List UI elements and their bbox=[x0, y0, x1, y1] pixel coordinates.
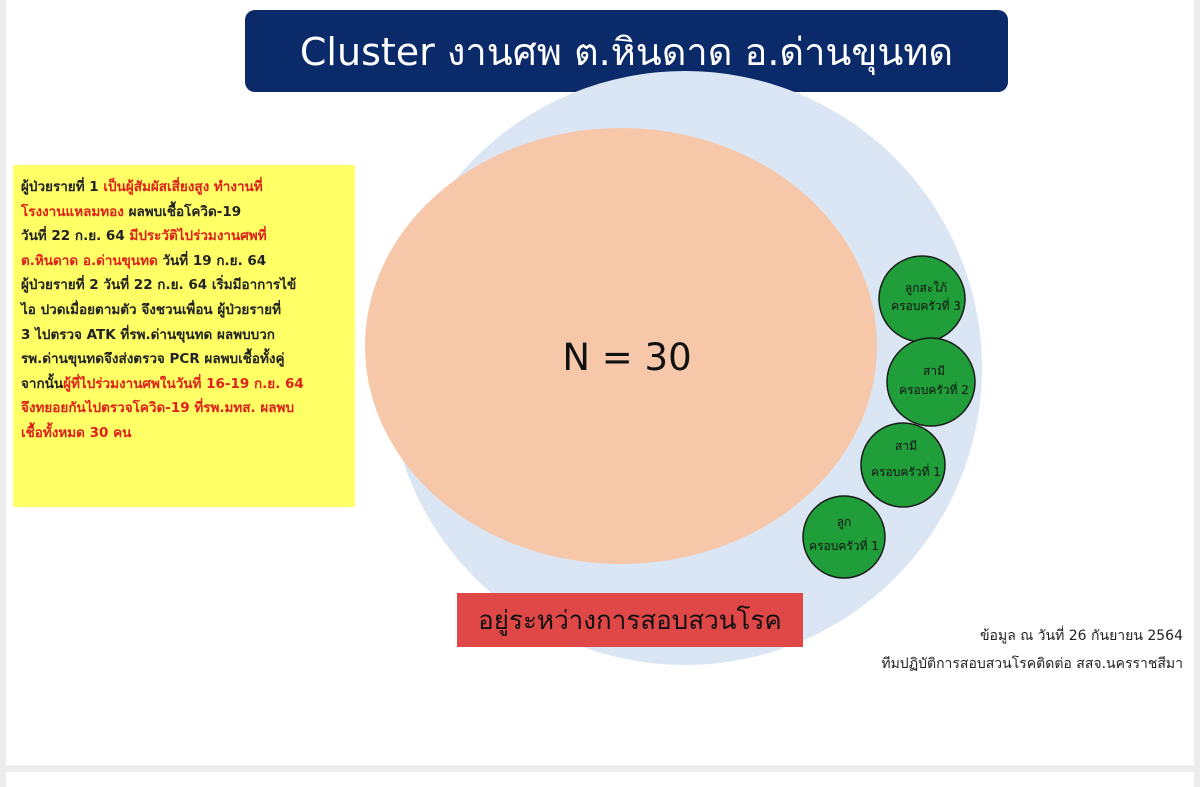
data-date-line: ข้อมูล ณ วันที่ 26 กันยายน 2564 bbox=[979, 628, 1183, 644]
info-line: ผู้ป่วยรายที่ 2 วันที่ 22 ก.ย. 64 เริ่มม… bbox=[21, 273, 347, 298]
info-text: 3 ไปตรวจ ATK ที่รพ.ด่านขุนทด ผลพบบวก bbox=[21, 326, 275, 343]
main-case-circle bbox=[365, 128, 877, 564]
small-circle-family-1-child: ลูก ครอบครัวที่ 1 bbox=[802, 495, 886, 579]
main-circle-label: N = 30 bbox=[562, 336, 691, 379]
small-circle-family-2-husband: สามี ครอบครัวที่ 2 bbox=[886, 337, 976, 427]
info-line: รพ.ด่านขุนทดจึงส่งตรวจ PCR ผลพบเชื้อทั้ง… bbox=[21, 347, 347, 372]
info-text: จากนั้น bbox=[21, 375, 64, 392]
info-highlight-text: เชื้อทั้งหมด 30 คน bbox=[21, 424, 132, 441]
info-highlight-text: ผู้ที่ไปร่วมงานศพในวันที่ 16-19 ก.ย. 64 bbox=[63, 375, 304, 392]
small-circle-family-1-husband: สามี ครอบครัวที่ 1 bbox=[860, 422, 946, 508]
small-circle-line2: ครอบครัวที่ 2 bbox=[899, 381, 969, 397]
case-description-box: ผู้ป่วยรายที่ 1 เป็นผู้สัมผัสเสี่ยงสูง ท… bbox=[13, 165, 355, 507]
info-line: 3 ไปตรวจ ATK ที่รพ.ด่านขุนทด ผลพบบวก bbox=[21, 323, 347, 348]
info-line: ไอ ปวดเมื่อยตามตัว จึงชวนเพื่อน ผู้ป่วยร… bbox=[21, 298, 347, 323]
investigation-status-box: อยู่ระหว่างการสอบสวนโรค bbox=[457, 593, 803, 647]
info-line: จากนั้นผู้ที่ไปร่วมงานศพในวันที่ 16-19 ก… bbox=[21, 372, 347, 397]
small-circle-line1: สามี bbox=[895, 439, 917, 453]
small-circle-line1: สามี bbox=[923, 364, 945, 378]
info-text: วันที่ 19 ก.ย. 64 bbox=[157, 252, 267, 269]
info-line: วันที่ 22 ก.ย. 64 มีประวัติไปร่วมงานศพที… bbox=[21, 224, 347, 249]
info-line: เชื้อทั้งหมด 30 คน bbox=[21, 421, 347, 446]
info-text: รพ.ด่านขุนทดจึงส่งตรวจ PCR ผลพบเชื้อทั้ง… bbox=[21, 351, 285, 368]
info-text: ไอ ปวดเมื่อยตามตัว จึงชวนเพื่อน ผู้ป่วยร… bbox=[21, 301, 281, 318]
small-circle-family-3-daughter-in-law: ลูกสะใภ้ ครอบครัวที่ 3 bbox=[878, 255, 966, 343]
info-line: โรงงานแหลมทอง ผลพบเชื้อโควิด-19 bbox=[21, 200, 347, 225]
next-slide-edge bbox=[6, 772, 1194, 787]
data-source-note: ข้อมูล ณ วันที่ 26 กันยายน 2564 ทีมปฏิบั… bbox=[881, 622, 1183, 678]
info-text: ผู้ป่วยรายที่ 2 วันที่ 22 ก.ย. 64 เริ่มม… bbox=[21, 277, 297, 294]
info-highlight-text: ต.หินดาด อ.ด่านขุนทด bbox=[21, 252, 158, 269]
info-highlight-text: โรงงานแหลมทอง bbox=[21, 203, 124, 220]
info-text: ผลพบเชื้อโควิด-19 bbox=[123, 203, 242, 220]
small-circle-line2: ครอบครัวที่ 3 bbox=[891, 297, 961, 313]
small-circle-line2: ครอบครัวที่ 1 bbox=[871, 463, 941, 479]
small-circle-line2: ครอบครัวที่ 1 bbox=[809, 537, 879, 553]
info-text: วันที่ 22 ก.ย. 64 bbox=[21, 228, 130, 245]
small-circle-line1: ลูกสะใภ้ bbox=[905, 281, 947, 296]
data-team-line: ทีมปฏิบัติการสอบสวนโรคติดต่อ สสจ.นครราชส… bbox=[881, 656, 1183, 672]
info-line: ต.หินดาด อ.ด่านขุนทด วันที่ 19 ก.ย. 64 bbox=[21, 249, 347, 274]
info-line: ผู้ป่วยรายที่ 1 เป็นผู้สัมผัสเสี่ยงสูง ท… bbox=[21, 175, 347, 200]
investigation-status-text: อยู่ระหว่างการสอบสวนโรค bbox=[478, 605, 782, 636]
info-text: ผู้ป่วยรายที่ 1 bbox=[21, 179, 104, 195]
info-highlight-text: เป็นผู้สัมผัสเสี่ยงสูง ทำงานที่ bbox=[103, 179, 263, 195]
info-line: จึงทยอยกันไปตรวจโควิด-19 ที่รพ.มทส. ผลพบ bbox=[21, 396, 347, 421]
small-circle-line1: ลูก bbox=[837, 515, 852, 530]
info-highlight-text: จึงทยอยกันไปตรวจโควิด-19 ที่รพ.มทส. ผลพบ bbox=[21, 400, 295, 417]
page-title: Cluster งานศพ ต.หินดาด อ.ด่านขุนทด bbox=[299, 29, 954, 74]
info-highlight-text: มีประวัติไปร่วมงานศพที่ bbox=[129, 228, 267, 245]
